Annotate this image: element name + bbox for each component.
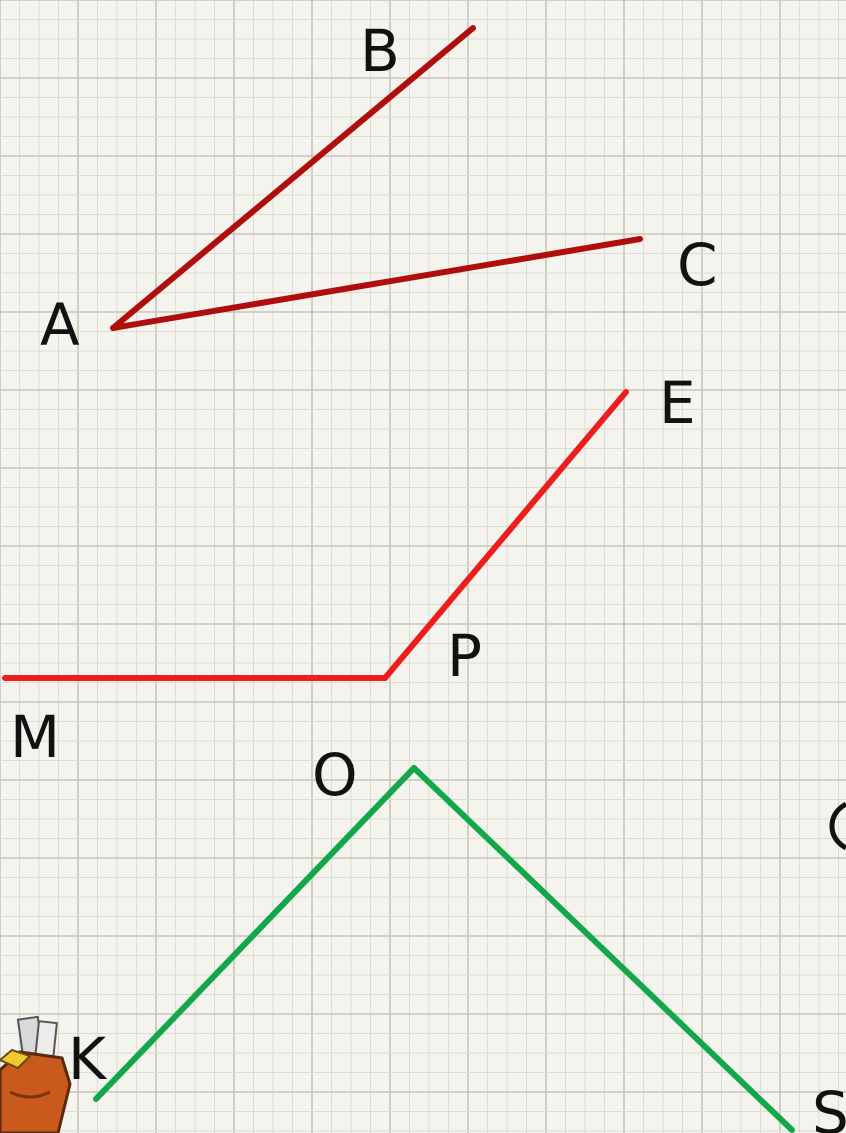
label-p: P: [447, 622, 482, 690]
label-s: S: [812, 1079, 846, 1133]
label-o: O: [312, 741, 358, 809]
label-m: M: [10, 703, 60, 771]
angle-bac: A B C: [40, 17, 718, 359]
ray-ac: [110, 236, 643, 331]
label-c: C: [677, 231, 718, 299]
label-k: K: [68, 1025, 108, 1093]
partial-glyph-edge: [829, 801, 846, 851]
angle-kos: O K S: [68, 741, 846, 1133]
angle-mpe: E P M: [2, 369, 696, 771]
cartoon-bag-icon: [0, 1015, 72, 1133]
ray-os: [411, 765, 795, 1133]
label-a: A: [40, 291, 80, 359]
label-e: E: [659, 369, 696, 437]
label-b: B: [360, 17, 400, 85]
ray-ok: [93, 765, 417, 1102]
ray-ab: [110, 25, 476, 331]
ray-pe: [382, 389, 629, 681]
